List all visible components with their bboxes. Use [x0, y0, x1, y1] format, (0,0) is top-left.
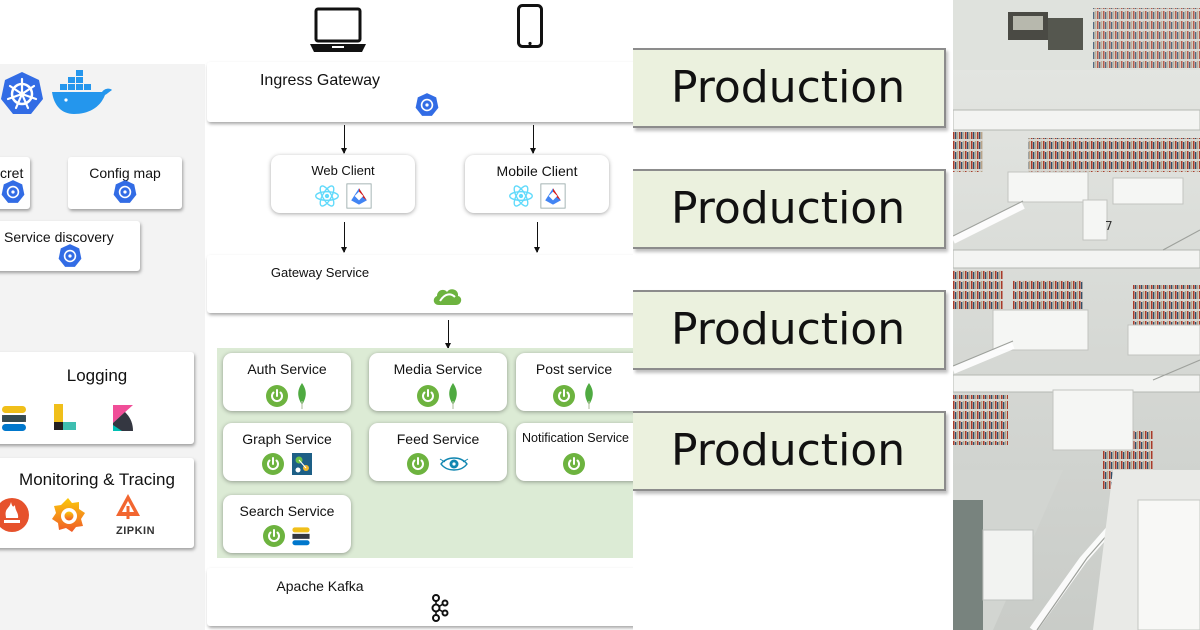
- spring-boot-icon: [563, 453, 585, 475]
- mongodb-icon: [585, 383, 593, 409]
- prometheus-icon: [0, 498, 29, 532]
- media-service-box: Media Service: [369, 353, 507, 411]
- auth-service-label: Auth Service: [247, 361, 327, 377]
- kubernetes-icon: [113, 180, 137, 203]
- arrow: [530, 125, 536, 154]
- zipkin-icon: [116, 494, 140, 519]
- ingress-gateway-box: Ingress Gateway: [207, 62, 633, 122]
- production-box: Production: [633, 411, 946, 491]
- logstash-icon: [54, 404, 76, 430]
- production-box: Production: [633, 48, 946, 128]
- apache-kafka-box: Apache Kafka: [207, 568, 633, 626]
- config-map-label: Config map: [89, 165, 161, 181]
- zipkin-label: ZIPKIN: [116, 525, 156, 537]
- kubernetes-icon: [58, 244, 82, 267]
- logging-box: Logging: [0, 352, 194, 444]
- mongodb-icon: [298, 383, 306, 409]
- production-panel: Production Production Production Product…: [633, 0, 953, 630]
- angular-icon: [346, 183, 372, 209]
- kubernetes-icon: [415, 93, 439, 116]
- monitoring-box: Monitoring & Tracing ZIPKIN: [0, 458, 194, 548]
- spring-boot-icon: [417, 385, 439, 407]
- spring-boot-icon: [263, 525, 285, 547]
- graph-service-box: Graph Service: [223, 423, 351, 481]
- docker-icon: [52, 70, 112, 114]
- monitoring-label: Monitoring & Tracing: [19, 470, 175, 489]
- notification-service-box: Notification Service: [516, 423, 633, 481]
- secret-box: cret: [0, 157, 30, 209]
- architecture-diagram: cret Config map Service discovery Loggin…: [0, 4, 633, 630]
- mobile-client-box: Mobile Client: [465, 155, 609, 213]
- svg-text:7: 7: [1105, 219, 1113, 233]
- mobile-client-label: Mobile Client: [496, 163, 578, 179]
- spring-boot-icon: [553, 385, 575, 407]
- gateway-service-label: Gateway Service: [270, 265, 370, 280]
- angular-icon: [540, 183, 566, 209]
- grafana-icon: [52, 498, 85, 532]
- post-service-label: Post service: [535, 361, 613, 377]
- search-service-label: Search Service: [239, 503, 335, 519]
- spring-boot-icon: [262, 453, 284, 475]
- elasticsearch-icon: [2, 406, 26, 431]
- elasticsearch-icon: [292, 527, 310, 546]
- notification-service-label: Notification Service: [522, 431, 629, 445]
- library-interior-image: 7 5: [953, 0, 1200, 630]
- react-icon: [509, 185, 533, 207]
- arrow: [341, 222, 347, 253]
- web-client-label: Web Client: [311, 163, 375, 178]
- graph-service-label: Graph Service: [242, 431, 332, 447]
- laptop-icon: [310, 7, 366, 52]
- ingress-gateway-label: Ingress Gateway: [259, 72, 381, 89]
- secret-label: cret: [0, 165, 24, 181]
- kafka-icon: [431, 594, 449, 622]
- media-service-label: Media Service: [393, 361, 483, 377]
- kubernetes-icon: [1, 180, 25, 203]
- production-box: Production: [633, 290, 946, 370]
- gateway-service-box: Gateway Service: [207, 255, 633, 313]
- neo4j-icon: [292, 453, 312, 475]
- feed-service-box: Feed Service: [369, 423, 507, 481]
- feed-service-label: Feed Service: [396, 431, 480, 447]
- react-icon: [315, 185, 339, 207]
- library-photo: 7 5: [953, 0, 1200, 630]
- logging-label: Logging: [66, 366, 128, 385]
- config-map-box: Config map: [68, 157, 182, 209]
- smartphone-icon: [517, 4, 543, 48]
- kubernetes-icon: [1, 72, 43, 114]
- service-discovery-label: Service discovery: [4, 229, 114, 245]
- search-service-box: Search Service: [223, 495, 351, 553]
- spring-cloud-icon: [433, 289, 462, 305]
- spring-boot-icon: [407, 453, 429, 475]
- kibana-icon: [113, 405, 133, 431]
- arrow: [341, 125, 347, 154]
- production-box: Production: [633, 169, 946, 249]
- service-discovery-box: Service discovery: [0, 221, 140, 271]
- web-client-box: Web Client: [271, 155, 415, 213]
- auth-service-box: Auth Service: [223, 353, 351, 411]
- mongodb-icon: [449, 383, 457, 409]
- apache-kafka-label: Apache Kafka: [276, 578, 364, 594]
- arrow: [445, 320, 451, 349]
- spring-boot-icon: [266, 385, 288, 407]
- post-service-box: Post service: [516, 353, 633, 411]
- arrow: [534, 222, 540, 253]
- cassandra-icon: [439, 457, 469, 471]
